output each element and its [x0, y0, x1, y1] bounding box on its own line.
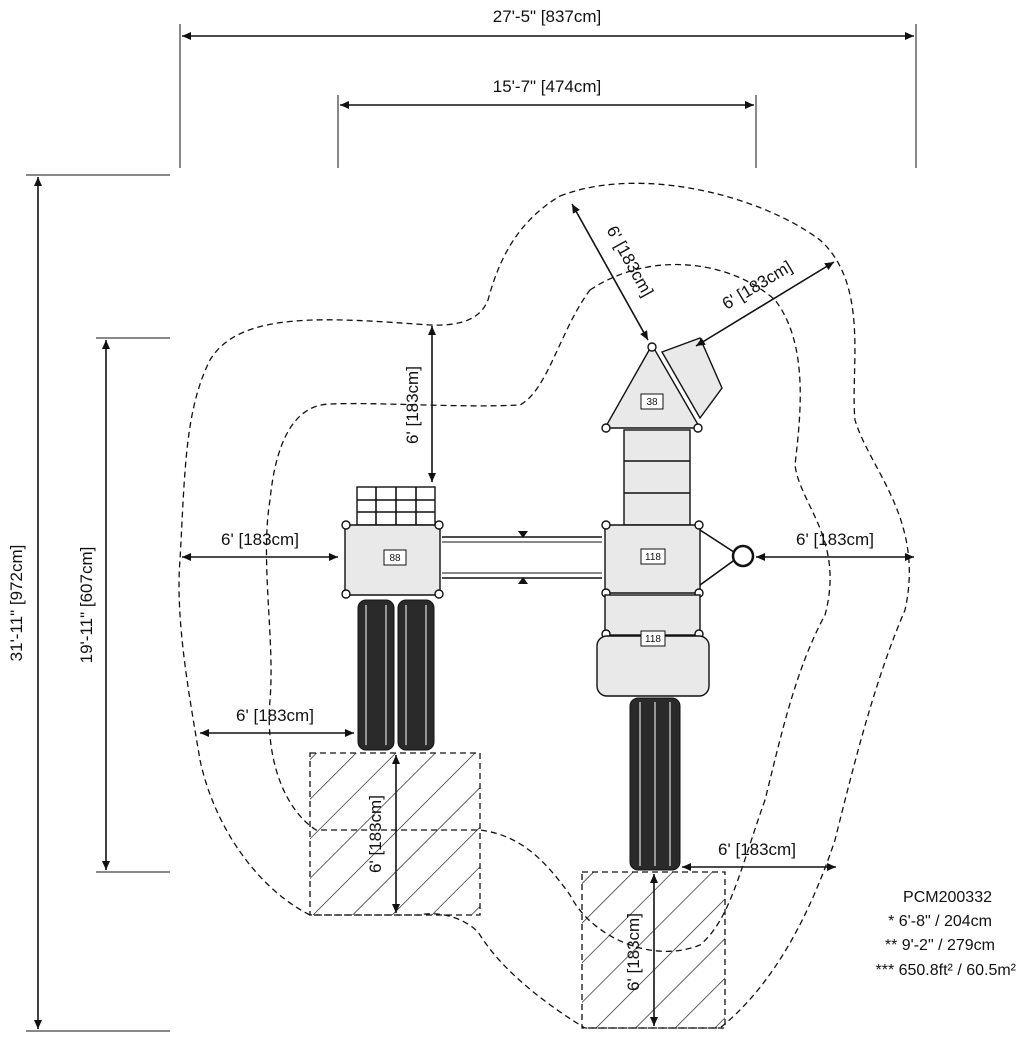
roof: [603, 343, 702, 429]
roof-panel: [660, 337, 723, 420]
dim-clearance-left: 6' [183cm]: [221, 530, 299, 549]
dim-inner-width: 15'-7" [474cm]: [493, 77, 602, 96]
dim-clearance-left-slide: 6' [183cm]: [236, 706, 314, 725]
dim-overall-depth: 31'-11" [972cm]: [7, 545, 26, 662]
climbing-wall: [623, 429, 691, 526]
slide-left-b: [397, 599, 435, 751]
dim-slide-zone-left: 6' [183cm]: [366, 795, 385, 873]
dim-inner-depth: 19'-11" [607cm]: [77, 547, 96, 664]
deck-left-label-box: [383, 549, 407, 566]
dim-clearance-top-diag-left: 6' [183cm]: [603, 223, 657, 300]
deck-lower-label: 118: [645, 634, 661, 645]
right-tower: 38 118 118: [596, 337, 755, 871]
model-number: PCM200332: [903, 889, 992, 906]
deck-right-label: 118: [645, 552, 661, 563]
slide-left-a: [357, 599, 395, 751]
dim-clearance-right-slide: 6' [183cm]: [718, 840, 796, 859]
dim-line-top-diag-right: [695, 261, 835, 347]
height-note-2: ** 9'-2" / 279cm: [885, 937, 995, 954]
tire-swing: [731, 544, 755, 568]
dim-overall-width: 27'-5" [837cm]: [493, 7, 602, 26]
lower-deck-area: [604, 594, 701, 636]
dim-clearance-top-vertical: 6' [183cm]: [403, 366, 422, 444]
dim-line-top-diag-left: [571, 203, 649, 341]
slide-exit-zone-left: [309, 752, 481, 916]
deck-left-label: 88: [389, 553, 401, 564]
dim-clearance-top-diag-right: 6' [183cm]: [719, 257, 796, 313]
deck-roof-label: 38: [646, 397, 658, 408]
bridge: [442, 531, 602, 584]
area-note: *** 650.8ft² / 60.5m²: [875, 962, 1016, 979]
dim-slide-zone-right: 6' [183cm]: [624, 913, 643, 991]
safety-zone-outer: [178, 182, 910, 1029]
safety-zone-inner: [265, 263, 831, 952]
height-note-1: * 6'-8" / 204cm: [888, 913, 992, 930]
left-tower: 88: [341, 486, 444, 751]
dim-clearance-right: 6' [183cm]: [796, 530, 874, 549]
